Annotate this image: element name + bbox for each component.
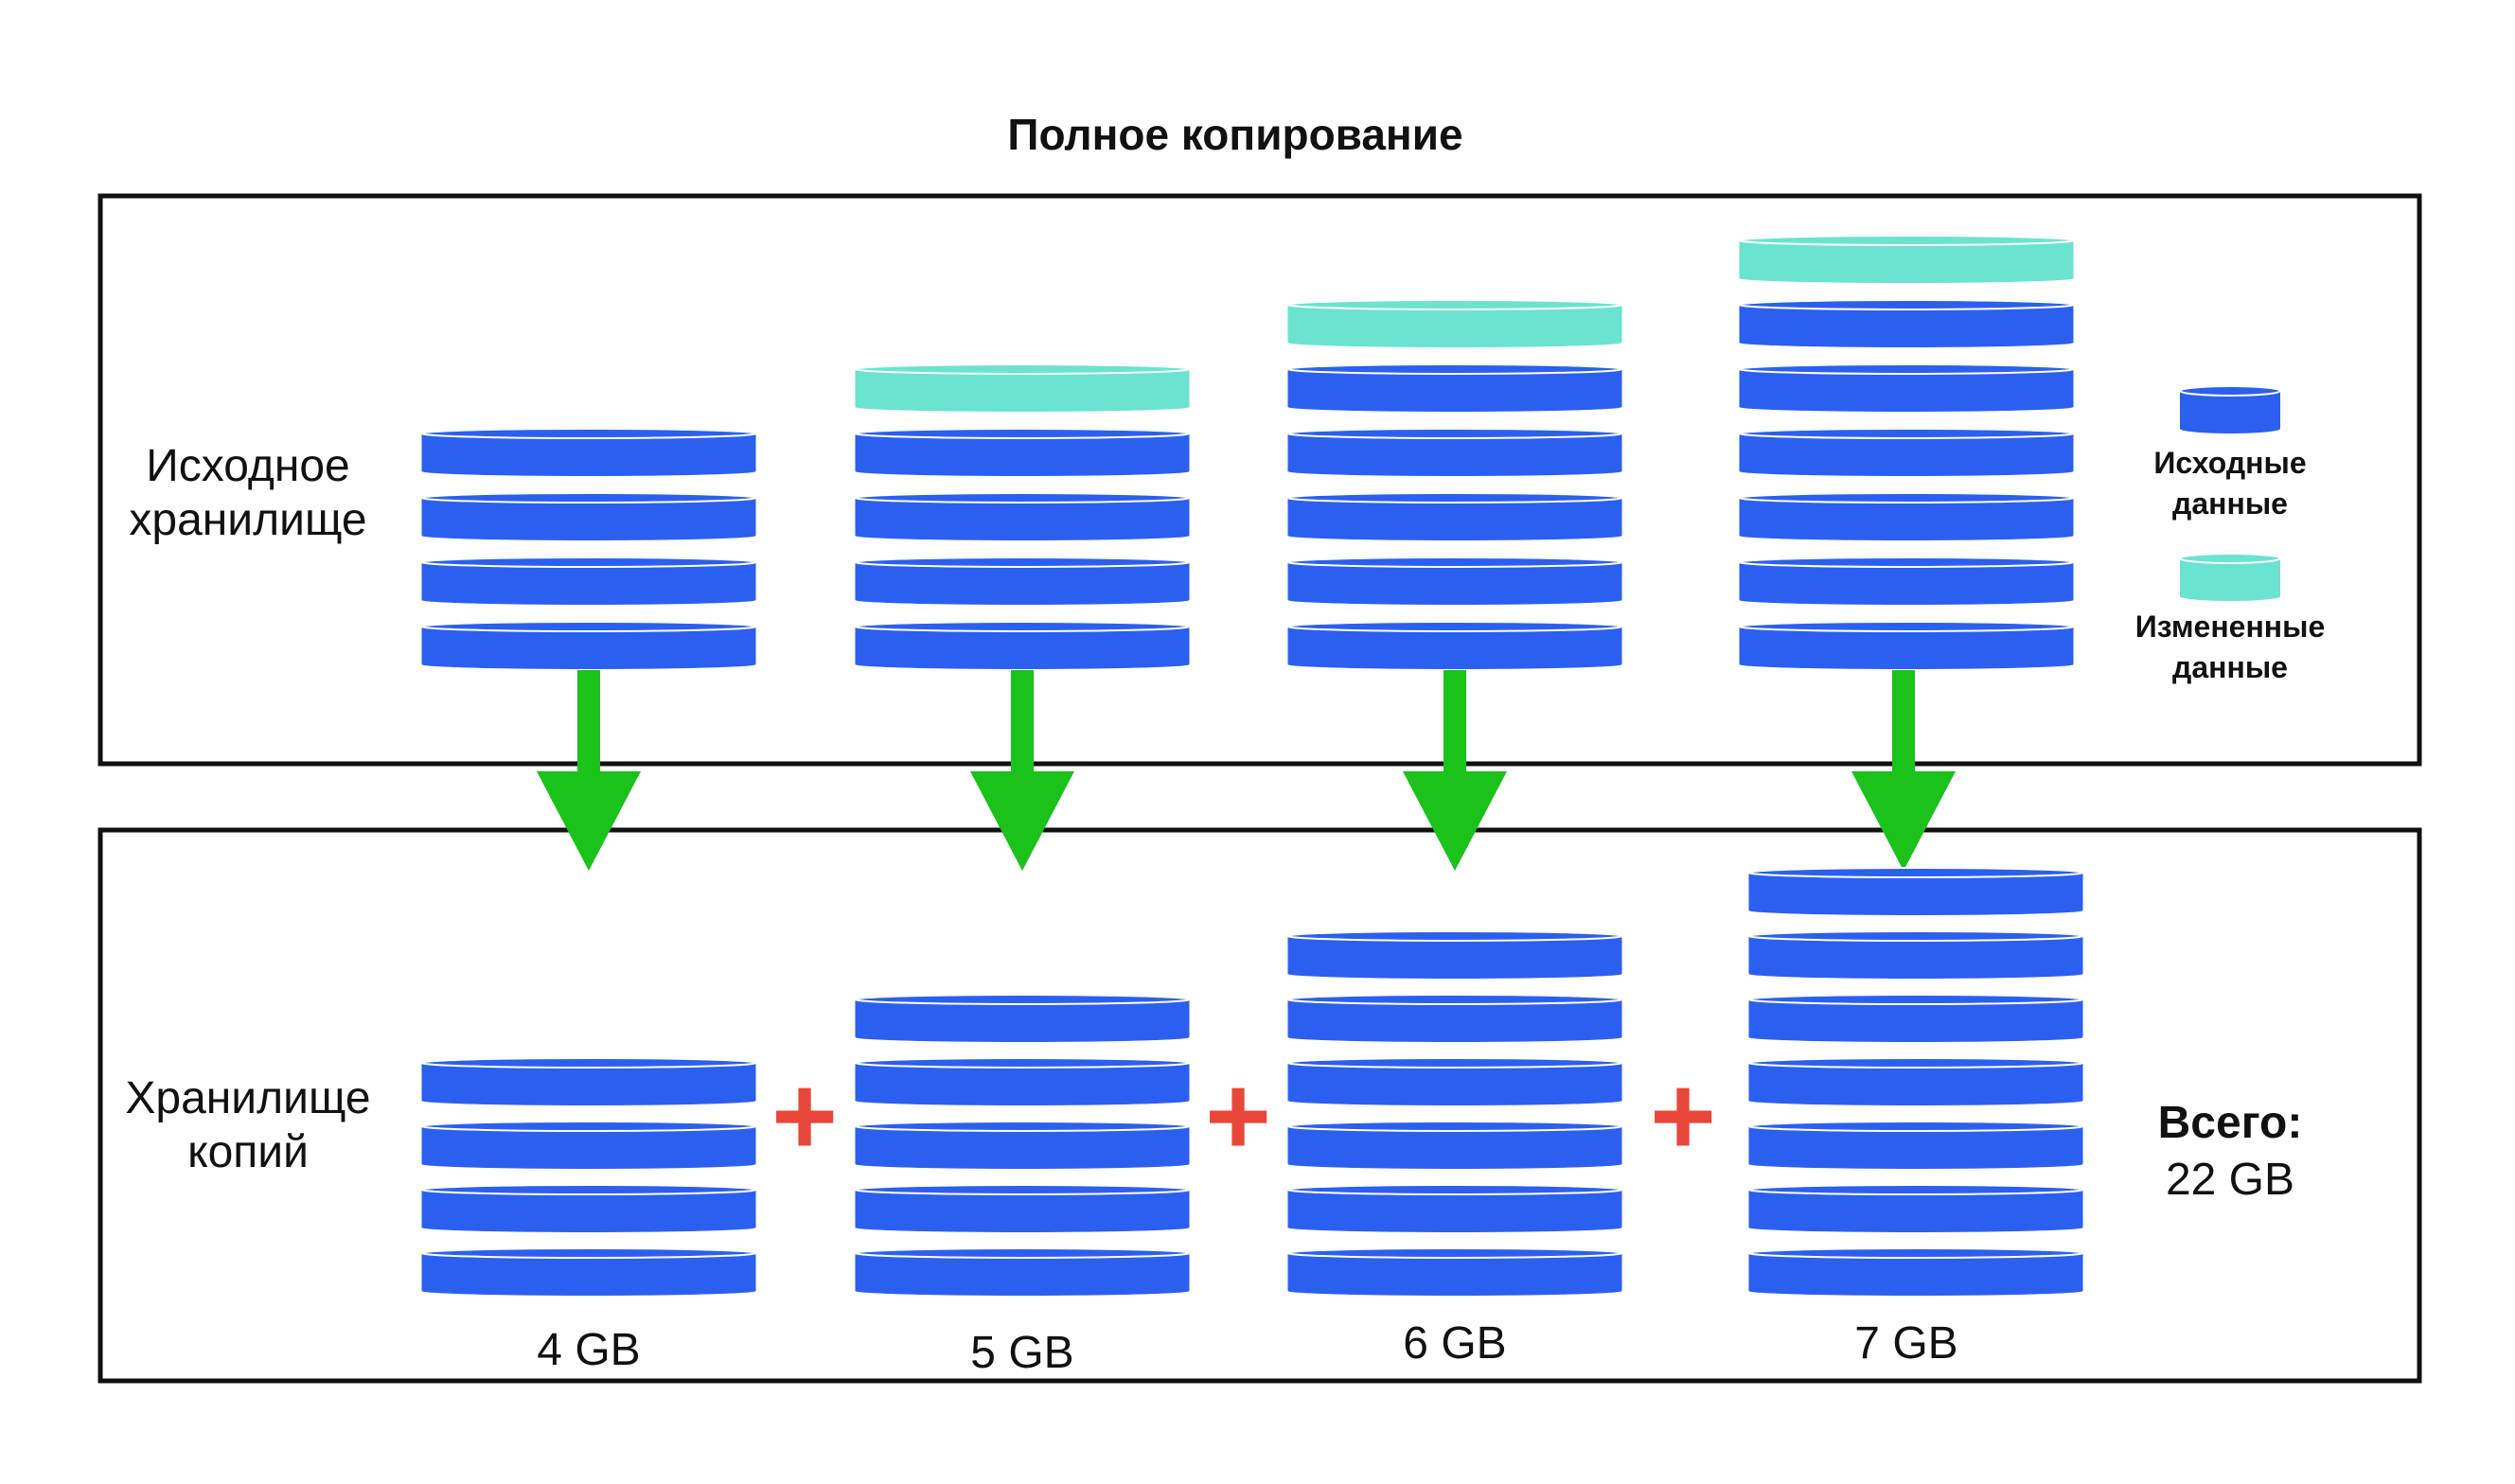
original-data-disk xyxy=(1738,363,2075,412)
backup-data-disk xyxy=(420,1184,757,1232)
source-storage-frame xyxy=(97,193,2422,767)
changed-data-disk xyxy=(1738,235,2075,283)
plus-sign-1: + xyxy=(771,1052,838,1179)
source-storage-label-line-2: хранилище xyxy=(129,495,366,545)
total-label: Всего: xyxy=(2158,1098,2303,1148)
backup-data-disk xyxy=(1286,1057,1623,1105)
original-data-disk xyxy=(1286,492,1623,540)
backup-data-disk xyxy=(1747,1247,2084,1296)
backup-data-disk xyxy=(1747,1057,2084,1105)
backup-stack-3 xyxy=(1286,930,1623,1296)
original-data-disk xyxy=(1738,492,2075,540)
legend: Исходные данные Измененные данные xyxy=(2135,385,2325,684)
backup-data-disk xyxy=(1747,1121,2084,1169)
legend-original-label-line-1: Исходные xyxy=(2153,446,2306,480)
original-data-disk xyxy=(420,492,757,540)
original-data-disk xyxy=(420,621,757,669)
backup-data-disk xyxy=(854,1121,1191,1169)
backup-stack-4 xyxy=(1747,867,2084,1296)
backup-data-disk xyxy=(854,1247,1191,1296)
legend-changed-disk-icon xyxy=(2179,553,2281,601)
original-data-disk xyxy=(1738,428,2075,476)
legend-icons xyxy=(2179,385,2281,601)
source-storage-label: Исходное хранилище xyxy=(129,441,366,545)
copy-arrow-4 xyxy=(1851,670,1956,871)
copy-arrows xyxy=(537,670,1956,871)
backup-data-disk xyxy=(854,1057,1191,1105)
source-stack-4 xyxy=(1738,235,2075,669)
legend-original-label-line-2: данные xyxy=(2172,486,2288,521)
original-data-disk xyxy=(1738,621,2075,669)
backup-data-disk xyxy=(1286,930,1623,979)
copy-arrow-2 xyxy=(970,670,1074,871)
original-data-disk xyxy=(854,492,1191,540)
backup-data-disk xyxy=(420,1247,757,1296)
legend-original-disk-icon xyxy=(2179,385,2281,433)
diagram-title: Полное копирование xyxy=(1007,110,1462,159)
backup-size-label-4: 7 GB xyxy=(1854,1318,1957,1369)
backup-data-disk xyxy=(1286,994,1623,1042)
original-data-disk xyxy=(854,556,1191,605)
original-data-disk xyxy=(1738,556,2075,605)
original-data-disk xyxy=(420,556,757,605)
original-data-disk xyxy=(1286,363,1623,412)
backup-data-disk xyxy=(1747,1184,2084,1232)
changed-data-disk xyxy=(1286,299,1623,347)
backup-storage-label-line-2: копий xyxy=(187,1127,309,1177)
changed-data-disk xyxy=(854,363,1191,412)
backup-data-disk xyxy=(1286,1121,1623,1169)
plus-signs: + + + xyxy=(771,1052,1716,1179)
backup-storage-label-line-1: Хранилище xyxy=(125,1073,370,1123)
backup-data-disk xyxy=(1747,867,2084,915)
original-data-disk xyxy=(1286,428,1623,476)
backup-size-label-1: 4 GB xyxy=(537,1325,640,1375)
backup-storage-frame xyxy=(97,827,2422,1384)
source-stack-2 xyxy=(854,363,1191,669)
source-stack-1 xyxy=(420,428,757,669)
original-data-disk xyxy=(1286,621,1623,669)
backup-data-disk xyxy=(1286,1184,1623,1232)
backup-data-disk xyxy=(854,1184,1191,1232)
total-value: 22 GB xyxy=(2166,1155,2294,1205)
backup-data-disk xyxy=(854,994,1191,1042)
legend-changed-label-line-2: данные xyxy=(2172,650,2288,684)
backup-data-disk xyxy=(1747,994,2084,1042)
backup-storage-label: Хранилище копий xyxy=(125,1073,370,1177)
plus-sign-2: + xyxy=(1205,1052,1271,1179)
copy-arrow-1 xyxy=(537,670,641,871)
backup-data-disk xyxy=(420,1057,757,1105)
original-data-disk xyxy=(1738,299,2075,347)
backup-size-label-2: 5 GB xyxy=(970,1328,1073,1378)
source-stack-3 xyxy=(1286,299,1623,669)
original-data-disk xyxy=(854,621,1191,669)
plus-sign-3: + xyxy=(1650,1052,1716,1179)
source-stacks xyxy=(420,235,2075,669)
original-data-disk xyxy=(854,428,1191,476)
original-data-disk xyxy=(1286,556,1623,605)
copy-arrow-3 xyxy=(1403,670,1507,871)
backup-stack-2 xyxy=(854,994,1191,1296)
legend-changed-label-line-1: Измененные xyxy=(2135,610,2325,644)
source-storage-label-line-1: Исходное xyxy=(146,441,350,491)
original-data-disk xyxy=(420,428,757,476)
backup-stacks xyxy=(420,867,2084,1296)
backup-stack-1 xyxy=(420,1057,757,1296)
backup-size-label-3: 6 GB xyxy=(1403,1318,1506,1369)
backup-data-disk xyxy=(420,1121,757,1169)
backup-data-disk xyxy=(1286,1247,1623,1296)
backup-data-disk xyxy=(1747,930,2084,979)
